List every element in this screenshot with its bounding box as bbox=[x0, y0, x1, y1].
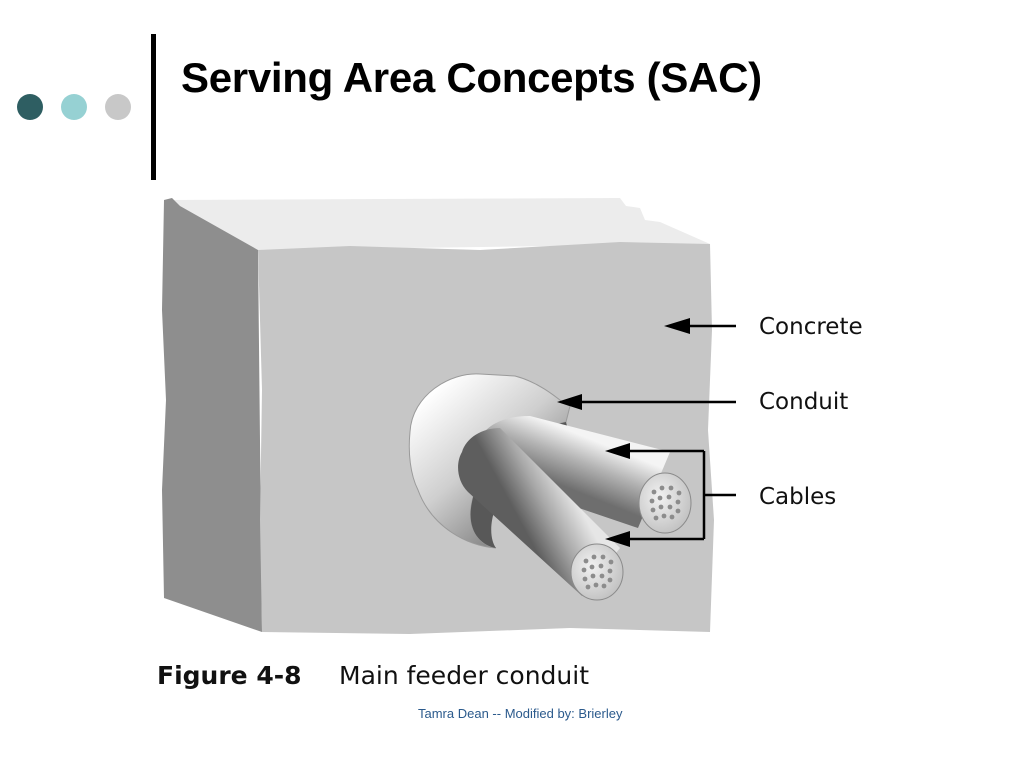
callout-pointers bbox=[557, 318, 736, 547]
cable-lower-fibers bbox=[581, 554, 614, 590]
label-conduit: Conduit bbox=[759, 389, 848, 415]
figure-main-feeder-conduit: Concrete Conduit Cables Figure 4-8 Main … bbox=[150, 190, 890, 700]
cables-pointer bbox=[605, 443, 736, 547]
dot-light-teal bbox=[61, 94, 87, 120]
figure-caption-text: Main feeder conduit bbox=[339, 661, 589, 690]
cable-upper-body bbox=[479, 416, 670, 528]
label-concrete: Concrete bbox=[759, 314, 863, 340]
slide-footer: Tamra Dean -- Modified by: Brierley bbox=[418, 706, 623, 721]
concrete-top-face bbox=[164, 198, 710, 250]
conduit-pointer bbox=[557, 394, 736, 410]
cable-upper-end bbox=[638, 472, 692, 534]
cable-upper bbox=[479, 416, 692, 534]
cable-lower-end bbox=[570, 543, 624, 601]
dot-gray bbox=[105, 94, 131, 120]
concrete-pointer bbox=[664, 318, 736, 334]
concrete-side-face bbox=[162, 198, 262, 632]
cable-upper-fibers bbox=[649, 485, 682, 521]
slide-title: Serving Area Concepts (SAC) bbox=[181, 54, 762, 101]
figure-caption-number: Figure 4-8 bbox=[157, 661, 302, 690]
cable-lower bbox=[458, 428, 624, 601]
decorative-dots bbox=[17, 94, 137, 122]
title-divider bbox=[151, 34, 156, 180]
label-cables: Cables bbox=[759, 484, 836, 510]
dot-dark-teal bbox=[17, 94, 43, 120]
